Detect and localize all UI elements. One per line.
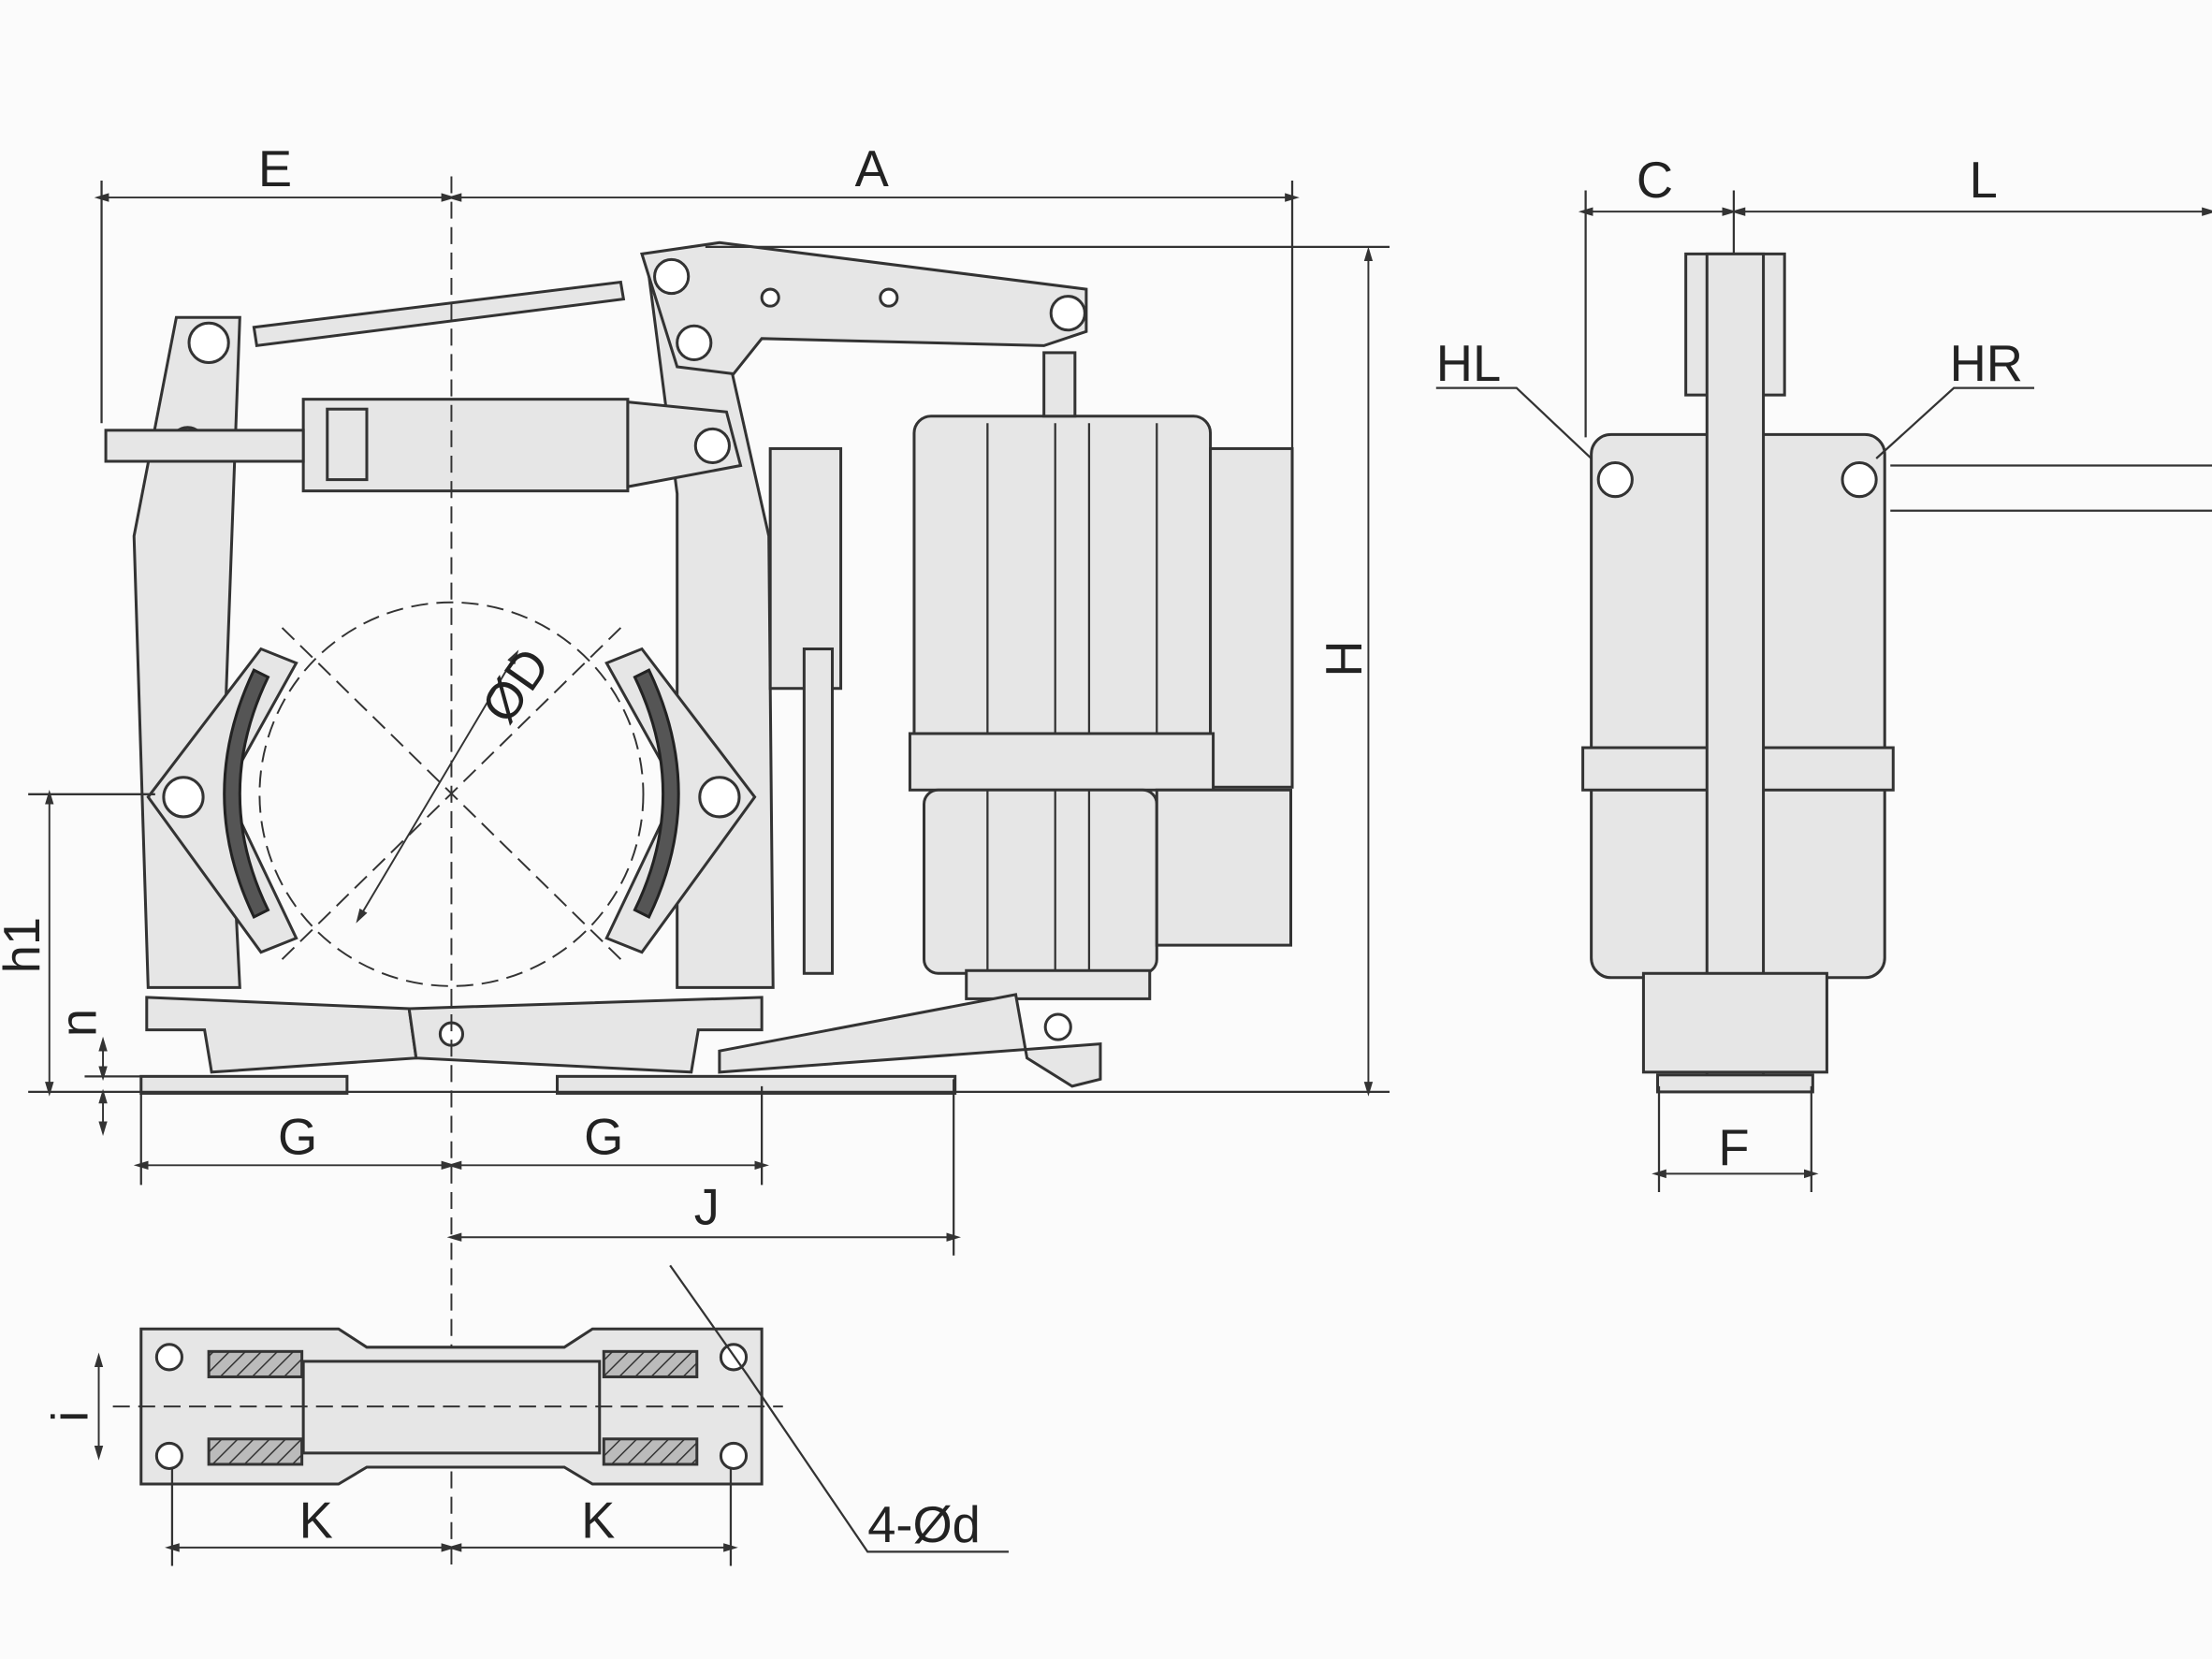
label-K-left: K bbox=[299, 1492, 333, 1549]
lower-link-left bbox=[145, 996, 418, 1074]
label-K-right: K bbox=[581, 1492, 615, 1549]
label-H: H bbox=[1316, 640, 1373, 677]
label-HR: HR bbox=[1950, 335, 2023, 392]
side-view bbox=[1435, 190, 2212, 1192]
lower-link-right bbox=[407, 996, 764, 1074]
front-view bbox=[104, 176, 1294, 1574]
thruster-cylinder bbox=[923, 788, 1158, 975]
lining-right bbox=[633, 668, 680, 920]
thruster-mount bbox=[718, 993, 1102, 1088]
brake-drum bbox=[258, 601, 645, 987]
base-plate-right bbox=[556, 1074, 957, 1095]
thruster-motor bbox=[912, 415, 1213, 778]
label-L: L bbox=[1970, 152, 1998, 209]
dimension-labels: E A C L HL HR H ØD h1 n G G J F i K K 4-… bbox=[0, 140, 2023, 1553]
base-plate-left bbox=[139, 1074, 349, 1095]
label-E: E bbox=[258, 140, 292, 197]
label-G-left: G bbox=[278, 1108, 317, 1165]
lining-left bbox=[223, 668, 270, 920]
base-plan-view bbox=[94, 1264, 1009, 1566]
label-HL: HL bbox=[1436, 335, 1501, 392]
label-D: ØD bbox=[471, 638, 561, 734]
label-holes: 4-Ød bbox=[867, 1496, 981, 1553]
pull-rod bbox=[252, 280, 626, 348]
side-arm bbox=[1705, 252, 1766, 1088]
label-n: n bbox=[51, 1009, 108, 1037]
label-h1: h1 bbox=[0, 917, 51, 973]
label-C: C bbox=[1637, 152, 1673, 209]
label-i: i bbox=[41, 1411, 98, 1422]
label-F: F bbox=[1718, 1119, 1749, 1176]
label-A: A bbox=[855, 140, 890, 197]
top-lever bbox=[640, 240, 1088, 376]
dimensions bbox=[28, 180, 1390, 1256]
label-J: J bbox=[694, 1179, 720, 1236]
label-G-right: G bbox=[584, 1108, 623, 1165]
